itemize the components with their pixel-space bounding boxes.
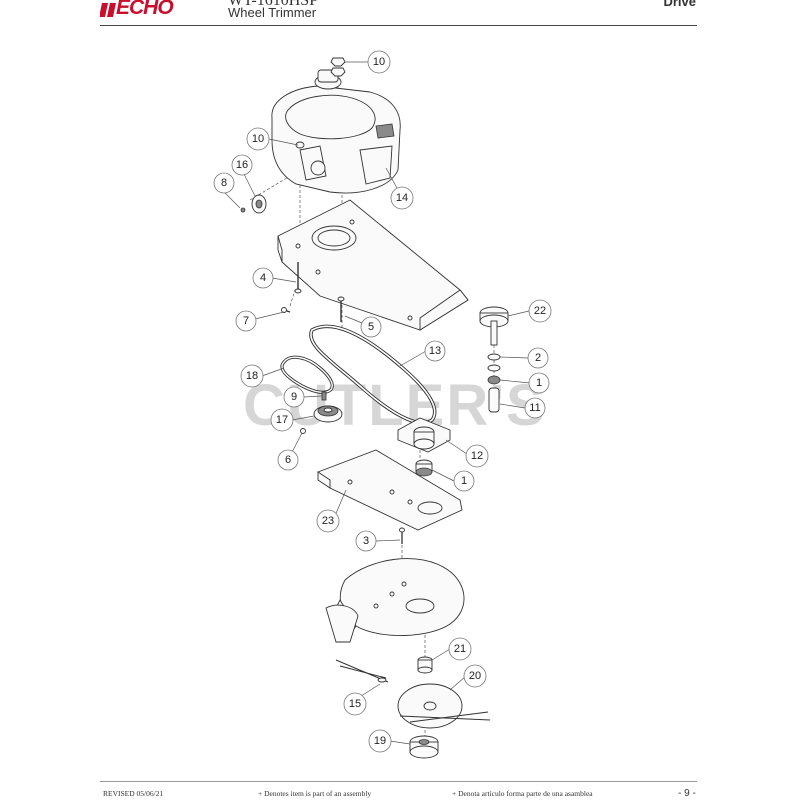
pulley-small — [251, 194, 267, 214]
pulley-shaft — [479, 306, 509, 346]
nut-top — [330, 57, 346, 77]
callout-6: 6 — [277, 449, 299, 471]
echo-logo: ECHO — [100, 0, 218, 20]
callout-23: 23 — [316, 509, 340, 533]
svg-text:4: 4 — [260, 272, 266, 284]
svg-text:5: 5 — [368, 321, 374, 333]
svg-text:1: 1 — [461, 475, 467, 487]
svg-text:23: 23 — [322, 515, 334, 527]
svg-text:20: 20 — [469, 670, 481, 682]
callout-22: 22 — [528, 299, 552, 323]
section-title: Drive — [663, 0, 696, 9]
callout-9: 9 — [283, 386, 305, 408]
bolt-long — [294, 262, 302, 294]
svg-text:17: 17 — [276, 414, 288, 426]
engine-assembly — [271, 69, 401, 194]
bearing-upper — [487, 375, 501, 385]
washer — [487, 353, 501, 361]
product-name: Wheel Trimmer — [228, 5, 317, 20]
svg-text:16: 16 — [236, 159, 248, 171]
page-number: - 9 - — [678, 788, 696, 799]
revision-date: REVISED 05/06/21 — [103, 789, 164, 798]
spacer-lower — [417, 656, 433, 674]
lower-mount-plate — [317, 449, 463, 531]
washer — [487, 364, 501, 372]
callout-4: 4 — [252, 267, 274, 289]
svg-text:13: 13 — [429, 345, 441, 357]
callout-13: 13 — [424, 340, 446, 362]
key — [321, 391, 327, 401]
svg-text:18: 18 — [246, 370, 258, 382]
svg-text:6: 6 — [285, 454, 291, 466]
callout-5: 5 — [360, 316, 382, 338]
callout-7: 7 — [235, 310, 257, 332]
callout-20: 20 — [463, 664, 487, 688]
callout-10-side: 10 — [246, 127, 270, 151]
deck-housing — [325, 558, 465, 643]
spool-cap — [409, 735, 439, 759]
assembly-note-spanish: + Denota artículo forma parte de una asa… — [452, 789, 593, 798]
callout-19: 19 — [368, 729, 392, 753]
callout-11: 11 — [524, 397, 546, 419]
footer-divider — [100, 781, 697, 782]
nut-side — [295, 141, 305, 149]
drive-belt-large — [309, 324, 437, 425]
callout-1-lower: 1 — [453, 470, 475, 492]
callout-14: 14 — [390, 186, 414, 210]
bolt-medium — [337, 296, 345, 322]
bolt-small — [281, 307, 291, 313]
callout-15: 15 — [343, 692, 367, 716]
trimmer-line — [335, 659, 389, 683]
svg-text:2: 2 — [535, 352, 541, 364]
callout-10-top: 10 — [367, 50, 391, 74]
callout-16: 16 — [231, 154, 253, 176]
engine-mount-plate — [277, 199, 469, 331]
svg-text:10: 10 — [373, 56, 385, 68]
callout-3: 3 — [355, 530, 377, 552]
bearing-housing — [397, 417, 451, 453]
screw-small — [300, 428, 306, 434]
svg-text:10: 10 — [252, 133, 264, 145]
model-number: WT-1610HSP — [228, 0, 319, 9]
svg-text:1: 1 — [536, 377, 542, 389]
assembly-note-english: + Denotes item is part of an assembly — [258, 789, 372, 798]
callout-1-upper: 1 — [528, 372, 550, 394]
callout-2: 2 — [527, 347, 549, 369]
callout-8: 8 — [213, 172, 235, 194]
callout-21: 21 — [448, 637, 472, 661]
svg-text:7: 7 — [243, 315, 249, 327]
screw — [240, 207, 246, 213]
callout-18: 18 — [240, 364, 264, 388]
svg-text:9: 9 — [291, 391, 297, 403]
svg-text:15: 15 — [349, 698, 361, 710]
callout-12: 12 — [465, 444, 489, 468]
svg-text:19: 19 — [374, 735, 386, 747]
svg-text:12: 12 — [471, 450, 483, 462]
trimmer-disc — [397, 683, 491, 729]
brand-name: ECHO — [116, 0, 174, 19]
bearing-lower — [415, 459, 433, 477]
svg-text:21: 21 — [454, 643, 466, 655]
bolt-lower — [399, 527, 405, 544]
svg-text:3: 3 — [363, 535, 369, 547]
svg-text:14: 14 — [396, 192, 408, 204]
svg-text:22: 22 — [534, 305, 546, 317]
idler-pulley — [313, 405, 343, 423]
logo-stripes-icon — [100, 3, 116, 17]
spacer — [488, 387, 500, 413]
svg-text:11: 11 — [529, 402, 540, 414]
svg-text:8: 8 — [221, 177, 227, 189]
header-divider — [100, 25, 697, 26]
callout-17: 17 — [270, 408, 294, 432]
